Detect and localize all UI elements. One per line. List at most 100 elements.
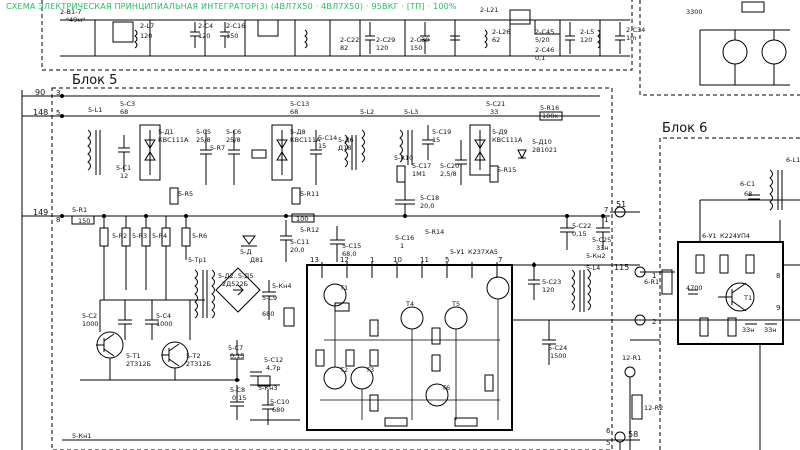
svg-text:5-R6: 5-R6 [192, 232, 207, 240]
pin-numbers: 3 5 8 7 1 1 2 6 5 13 12 1 10 11 5 7 8 9 [56, 89, 780, 447]
svg-text:2-C34: 2-C34 [626, 26, 645, 34]
svg-text:К224УП4: К224УП4 [720, 232, 750, 240]
block6-labels: 6-У1 К224УП4 T1 6-R1 4700 33н 33н 6-C1 6… [622, 156, 800, 412]
svg-text:62: 62 [492, 36, 500, 44]
svg-text:5-C10: 5-C10 [270, 398, 289, 406]
top-block-border [41, 0, 633, 71]
svg-text:"49м": "49м" [66, 16, 85, 24]
node-115: 115 [614, 263, 629, 272]
svg-text:5-C24: 5-C24 [548, 344, 567, 352]
svg-text:120: 120 [140, 32, 152, 40]
diode-5-D9-box [469, 124, 491, 176]
svg-text:5-Т2: 5-Т2 [186, 352, 201, 360]
svg-text:5-Д9: 5-Д9 [492, 128, 508, 136]
svg-text:3: 3 [56, 89, 60, 97]
svg-text:6-L1: 6-L1 [786, 156, 800, 164]
svg-text:5-C12: 5-C12 [264, 356, 283, 364]
svg-text:К237ХА5: К237ХА5 [468, 248, 498, 256]
svg-text:T2: T2 [339, 366, 348, 374]
svg-text:5-C5: 5-C5 [196, 128, 211, 136]
svg-text:100к: 100к [542, 112, 558, 120]
svg-text:68: 68 [120, 108, 128, 116]
svg-text:5-Д6: 5-Д6 [338, 136, 354, 144]
top-transistor-1 [722, 39, 748, 65]
svg-text:5: 5 [606, 439, 610, 447]
diode-bridge [215, 267, 261, 313]
svg-text:T3: T3 [365, 366, 374, 374]
svg-text:5-Д8: 5-Д8 [290, 128, 306, 136]
svg-text:2-L5: 2-L5 [580, 28, 594, 36]
svg-text:0,1: 0,1 [535, 54, 545, 62]
svg-text:150: 150 [78, 217, 90, 225]
svg-text:20,0: 20,0 [420, 202, 434, 210]
node-148: 148 [33, 108, 48, 117]
svg-text:5-C23: 5-C23 [542, 278, 561, 286]
svg-text:68: 68 [744, 190, 752, 198]
svg-text:КВС111А: КВС111А [492, 136, 523, 144]
svg-text:1: 1 [652, 272, 656, 280]
svg-text:33н: 33н [596, 244, 609, 252]
top-right-block-border [639, 0, 800, 96]
svg-text:5-Кн2: 5-Кн2 [586, 252, 605, 260]
svg-text:5-C1: 5-C1 [116, 164, 131, 172]
svg-text:5-R10: 5-R10 [394, 154, 413, 162]
svg-text:2-C4: 2-C4 [198, 22, 213, 30]
svg-text:2-L7: 2-L7 [140, 22, 154, 30]
svg-text:2Т312Б: 2Т312Б [186, 360, 211, 368]
diode-5-D1-box [139, 124, 161, 181]
top-capacitor-group [190, 22, 625, 54]
chip-5-U1-transistors [323, 276, 510, 407]
svg-text:5-Д2..5-Д5: 5-Д2..5-Д5 [218, 272, 254, 280]
svg-text:5-R15: 5-R15 [497, 166, 516, 174]
svg-text:12: 12 [340, 256, 349, 264]
svg-text:5-Кн4: 5-Кн4 [272, 282, 291, 290]
node-149: 149 [33, 208, 48, 217]
svg-text:100: 100 [296, 215, 308, 223]
svg-text:6: 6 [606, 427, 611, 435]
svg-text:12: 12 [120, 172, 128, 180]
junction-dots [60, 94, 605, 382]
svg-text:T4: T4 [405, 300, 414, 308]
svg-text:T5: T5 [451, 300, 460, 308]
svg-text:9: 9 [776, 304, 780, 312]
svg-text:5-L1: 5-L1 [88, 106, 102, 114]
svg-text:4,7р: 4,7р [266, 364, 280, 372]
svg-text:120: 120 [198, 32, 210, 40]
svg-text:2: 2 [652, 318, 656, 326]
svg-text:5-C21: 5-C21 [486, 100, 505, 108]
chip-6-U1 [677, 241, 784, 345]
svg-text:5-Д10: 5-Д10 [532, 138, 552, 146]
svg-text:5-R2: 5-R2 [112, 232, 127, 240]
svg-text:10: 10 [393, 256, 402, 264]
svg-text:5-C2: 5-C2 [82, 312, 97, 320]
svg-text:5-L2: 5-L2 [360, 108, 374, 116]
svg-text:7: 7 [498, 256, 502, 264]
top-transistor-2 [761, 39, 787, 65]
svg-text:5-C3: 5-C3 [120, 100, 135, 108]
svg-text:2-C46: 2-C46 [535, 46, 554, 54]
svg-text:5-C11: 5-C11 [290, 238, 309, 246]
svg-text:5-Кн3: 5-Кн3 [258, 384, 277, 392]
svg-text:T1: T1 [743, 294, 752, 302]
top-labels: 2-В1-7 "49м" 2-L7 120 2-C4 120 2-C16 150… [60, 6, 703, 62]
coil-5-L1 [87, 129, 91, 171]
svg-text:1: 1 [400, 242, 404, 250]
svg-text:5-C8: 5-C8 [230, 386, 245, 394]
svg-text:5-Тр1: 5-Тр1 [188, 256, 207, 264]
svg-text:5/20: 5/20 [535, 36, 550, 44]
svg-text:68,0: 68,0 [342, 250, 356, 258]
svg-text:5-L4: 5-L4 [586, 264, 600, 272]
svg-text:6-C1: 6-C1 [740, 180, 755, 188]
svg-text:33н: 33н [764, 326, 777, 334]
connector-12 [624, 366, 636, 378]
svg-text:1m: 1m [626, 34, 636, 42]
svg-text:2Д522Б: 2Д522Б [222, 280, 248, 288]
svg-text:0,15: 0,15 [572, 230, 586, 238]
block5-border [51, 87, 613, 450]
svg-text:2-L21: 2-L21 [480, 6, 498, 14]
watermark-text: СХЕМА ЭЛЕКТРИЧЕСКАЯ ПРИНЦИПИАЛЬНАЯ ИНТЕГ… [6, 2, 457, 11]
diode-5-D8-box [271, 124, 293, 181]
block6-title: Блок 6 [662, 121, 707, 136]
